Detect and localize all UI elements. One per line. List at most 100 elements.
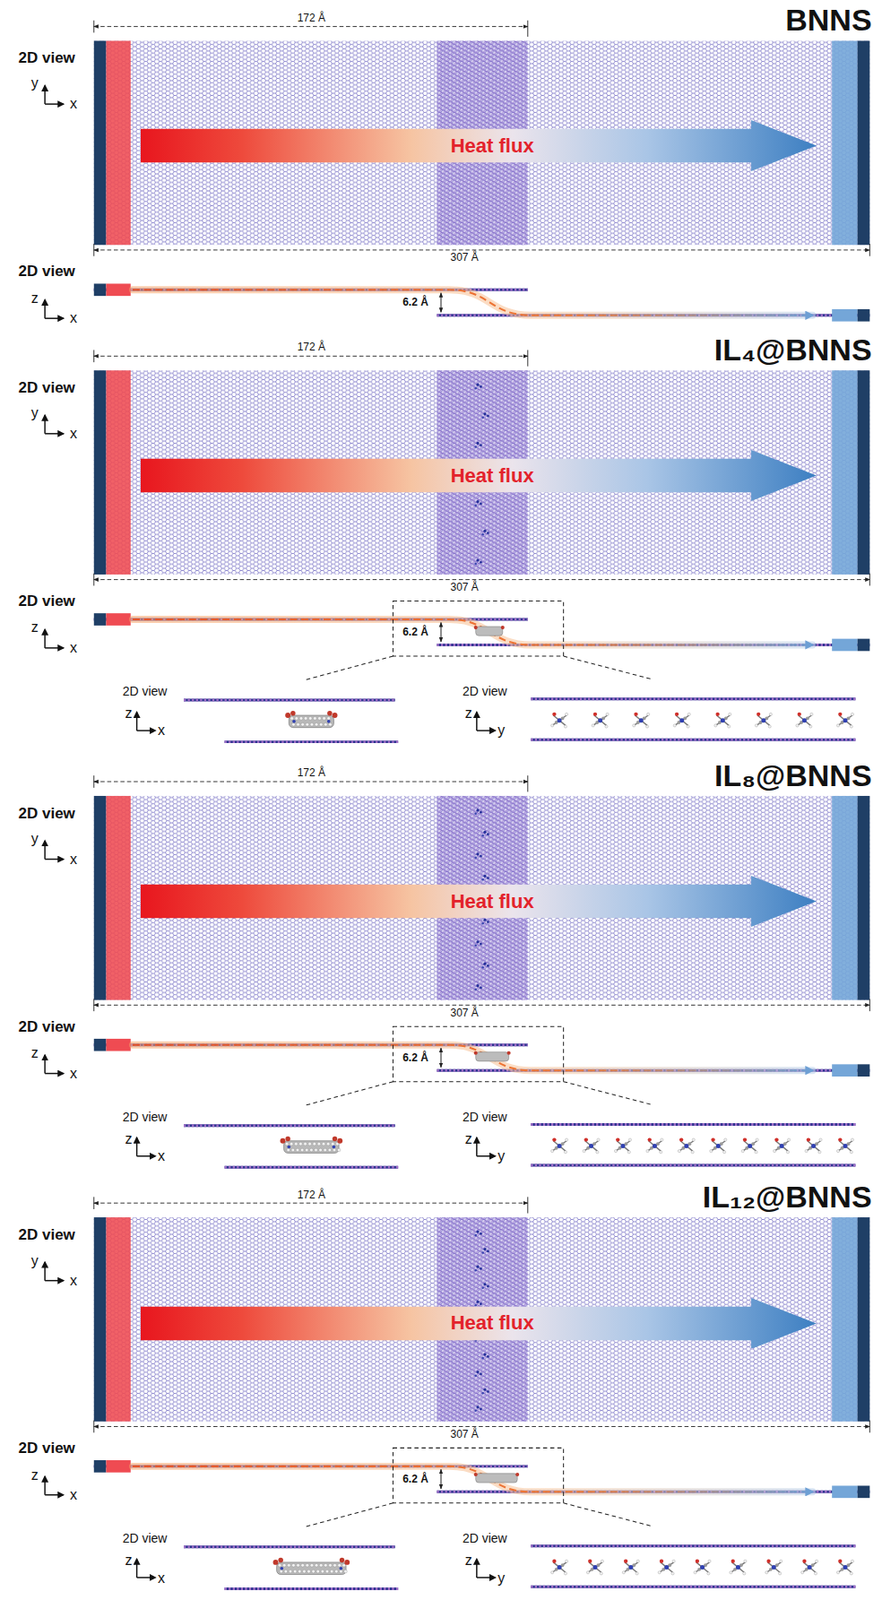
- ionic-liquid-atom: [474, 1269, 477, 1272]
- oxygen-atom: [695, 1559, 700, 1564]
- dimension-line: [94, 249, 871, 251]
- bnns-side-sheet: [530, 1585, 856, 1589]
- oxygen-atom: [593, 712, 597, 717]
- ionic-liquid-side: [475, 626, 503, 636]
- nitrogen-atom: [280, 1566, 285, 1571]
- hydrogen-atom: [293, 1569, 297, 1574]
- bond: [757, 715, 770, 726]
- view-label: 2D view: [462, 1109, 508, 1125]
- bnns-sheet: [94, 370, 871, 575]
- axis-label: z: [31, 1466, 39, 1483]
- hydrogen-atom: [836, 724, 839, 727]
- hydrogen-atom: [302, 1569, 307, 1574]
- bond: [743, 1141, 758, 1151]
- hydrogen-atom: [303, 1141, 308, 1146]
- hydrogen-atom: [810, 712, 813, 716]
- hydrogen-atom: [342, 1563, 346, 1567]
- hydrogen-atom: [691, 1150, 694, 1154]
- oxygen-atom: [623, 1559, 628, 1564]
- bnns-side-sheet: [183, 1124, 396, 1127]
- bnns-sheet: [94, 1217, 871, 1422]
- heat-sink: [831, 1063, 857, 1077]
- bond: [696, 1562, 710, 1573]
- ionic-liquid-atom: [481, 878, 485, 882]
- bond: [660, 1562, 674, 1573]
- hydrogen-atom: [707, 1572, 710, 1575]
- bnns-side-sheet: [183, 1545, 396, 1548]
- hydrogen-atom: [741, 1150, 744, 1153]
- bond: [584, 1141, 599, 1151]
- heat-flux-arrow: Heat flux: [140, 120, 817, 172]
- hydrogen-atom: [321, 1141, 326, 1146]
- nitrogen-atom: [760, 717, 766, 723]
- oxygen-atom: [731, 1559, 735, 1564]
- oxygen-atom: [339, 1557, 345, 1563]
- hydrogen-atom: [297, 1569, 302, 1574]
- oxygen-atom: [674, 712, 679, 717]
- view-label: 2D view: [122, 1530, 168, 1546]
- hydrogen-atom: [291, 1148, 295, 1152]
- bnns-sheet: [94, 795, 871, 1001]
- hydrogen-atom: [344, 1569, 348, 1574]
- hydrogen-atom: [312, 1141, 317, 1146]
- dimension-line: [94, 781, 528, 783]
- axis-label: y: [497, 1148, 505, 1165]
- oxygen-atom: [327, 710, 332, 716]
- hydrogen-atom: [708, 1559, 711, 1563]
- hydrogen-atom: [325, 1569, 329, 1574]
- dimension-label: 307 Å: [450, 1428, 479, 1442]
- ionic-liquid-atom: [479, 1232, 483, 1236]
- hydrogen-atom: [672, 1559, 675, 1563]
- ionic-liquid-atom: [474, 812, 477, 816]
- axis-label: x: [157, 1148, 165, 1165]
- heat-path: [132, 1045, 813, 1071]
- ionic-liquid-atom: [474, 987, 477, 991]
- axis-label: y: [497, 722, 505, 739]
- hydrogen-atom: [303, 717, 308, 721]
- dimension-tick: [527, 20, 528, 37]
- hydrogen-atom: [563, 725, 567, 728]
- hydrogen-atom: [849, 1150, 853, 1154]
- bond: [553, 715, 566, 726]
- bond: [593, 715, 608, 726]
- bond: [648, 1141, 662, 1151]
- nitrogen-atom: [620, 1143, 625, 1149]
- ionic-liquid-atom: [474, 387, 477, 390]
- arrow-body: [140, 120, 817, 172]
- view-label: 2D view: [18, 379, 76, 398]
- fixed-boundary: [857, 1063, 871, 1077]
- bond: [624, 1562, 638, 1573]
- hydrogen-atom: [743, 1559, 747, 1563]
- axis-arrow: [43, 840, 45, 859]
- axis-label: y: [31, 75, 39, 92]
- hydrogen-atom: [326, 1141, 330, 1146]
- hydrogen-atom: [787, 1138, 791, 1142]
- dimension-line: [94, 579, 871, 580]
- axis-label: z: [31, 619, 39, 636]
- axis-label: x: [69, 1065, 78, 1082]
- axis-label: x: [69, 310, 78, 327]
- oxygen-atom: [633, 712, 638, 717]
- hydrogen-atom: [769, 712, 772, 716]
- oxygen-atom: [679, 1137, 684, 1142]
- oxygen-atom: [756, 712, 761, 717]
- oxygen-atom: [332, 712, 338, 718]
- nitrogen-atom: [557, 1565, 563, 1570]
- view-label: 2D view: [122, 683, 168, 699]
- ionic-liquid-atom: [486, 531, 490, 535]
- bond: [715, 715, 730, 726]
- bond: [711, 1141, 725, 1151]
- hydrogen-atom: [323, 722, 328, 727]
- ionic-liquid-atom: [481, 1251, 485, 1254]
- oxygen-atom: [273, 1559, 279, 1566]
- hydrogen-atom: [686, 725, 690, 728]
- hydrogen-atom: [635, 1572, 639, 1575]
- hydrogen-atom: [563, 1572, 567, 1575]
- nitrogen-atom: [771, 1565, 777, 1570]
- view-label: 2D view: [18, 1226, 76, 1245]
- hydrogen-atom: [818, 1150, 822, 1154]
- hydrogen-atom: [314, 1563, 319, 1567]
- ionic-liquid-atom: [475, 441, 479, 445]
- hydrogen-atom: [599, 1572, 603, 1575]
